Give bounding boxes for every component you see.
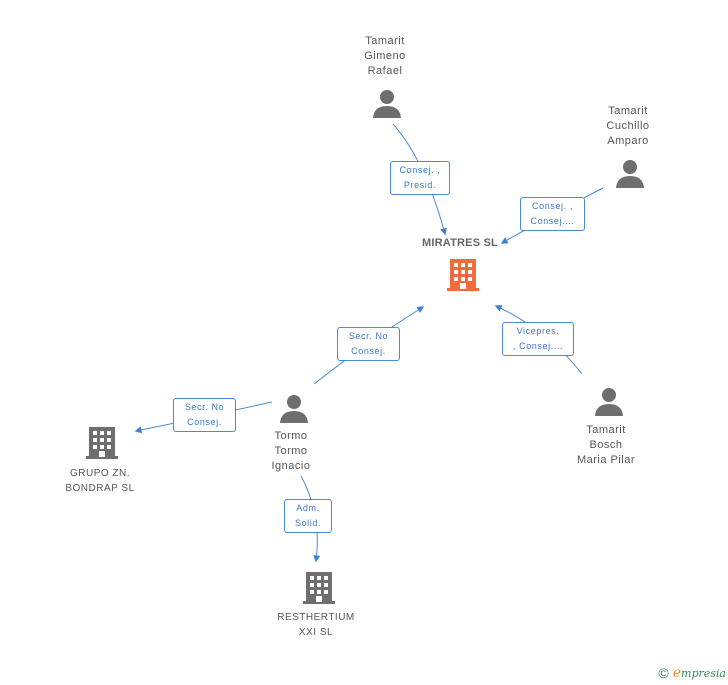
role-box-tormo-grupo[interactable]: Secr. No Consej.: [173, 398, 236, 432]
role-line: Solid.: [294, 518, 322, 528]
person-label-line: Maria Pilar: [576, 454, 636, 466]
role-line: Consej.: [351, 346, 386, 356]
person-label-line: Tormo: [274, 445, 308, 457]
person-label-line: Tamarit: [608, 105, 648, 117]
person-icon-gimeno[interactable]: [372, 88, 402, 118]
person-label-line: Bosch: [589, 439, 623, 451]
company-label-grupo[interactable]: GRUPO ZN. BONDRAP SL: [48, 466, 152, 496]
company-label-miratres[interactable]: MIRATRES SL: [422, 237, 498, 249]
person-label-line: Tormo: [274, 430, 308, 442]
building-icon-resthertium[interactable]: [303, 571, 335, 605]
company-label-line: XXI SL: [298, 627, 334, 638]
role-box-bosch[interactable]: Vicepres. , Consej....: [502, 322, 574, 356]
copyright-icon: ©: [658, 665, 669, 681]
person-label-line: Rafael: [367, 65, 403, 77]
role-line: Consej. ,: [399, 165, 441, 175]
person-icon-bosch[interactable]: [594, 386, 624, 416]
person-label-line: Tamarit: [586, 424, 626, 436]
role-box-tormo-miratres[interactable]: Secr. No Consej.: [337, 327, 400, 361]
brand-rest: mpresia: [681, 667, 726, 680]
brand-e: e: [672, 665, 682, 681]
role-box-tormo-resthertium[interactable]: Adm. Solid.: [284, 499, 332, 533]
company-label-line: BONDRAP SL: [65, 483, 135, 494]
empresia-logo[interactable]: empresia: [673, 664, 726, 682]
company-label-resthertium[interactable]: RESTHERTIUM XXI SL: [264, 610, 368, 640]
company-label-line: RESTHERTIUM: [277, 612, 355, 623]
person-label-line: Amparo: [607, 135, 649, 147]
person-label-line: Ignacio: [271, 460, 311, 472]
role-line: , Consej....: [512, 341, 564, 351]
person-label-bosch[interactable]: Tamarit Bosch Maria Pilar: [558, 423, 654, 468]
person-label-line: Gimeno: [364, 50, 406, 62]
person-label-line: Cuchillo: [606, 120, 650, 132]
role-box-cuchillo[interactable]: Consej. , Consej....: [520, 197, 585, 231]
role-line: Vicepres.: [516, 326, 560, 336]
role-line: Presid.: [403, 180, 437, 190]
role-line: Secr. No: [348, 331, 389, 341]
person-label-tormo[interactable]: Tormo Tormo Ignacio: [243, 429, 339, 474]
person-label-gimeno[interactable]: Tamarit Gimeno Rafael: [337, 34, 433, 79]
role-line: Secr. No: [184, 402, 225, 412]
footer-brand: © empresia: [658, 665, 726, 681]
person-icon-tormo[interactable]: [279, 393, 309, 423]
person-label-cuchillo[interactable]: Tamarit Cuchillo Amparo: [580, 104, 676, 149]
role-line: Consej. ,: [532, 201, 573, 211]
building-icon-miratres[interactable]: [447, 258, 479, 292]
role-line: Consej.: [187, 417, 222, 427]
role-box-gimeno[interactable]: Consej. , Presid.: [390, 161, 450, 195]
role-line: Consej....: [530, 216, 575, 226]
person-label-line: Tamarit: [365, 35, 405, 47]
building-icon-grupo[interactable]: [86, 426, 118, 460]
company-label-line: GRUPO ZN.: [69, 468, 131, 479]
role-line: Adm.: [296, 503, 320, 513]
person-icon-cuchillo[interactable]: [615, 158, 645, 188]
